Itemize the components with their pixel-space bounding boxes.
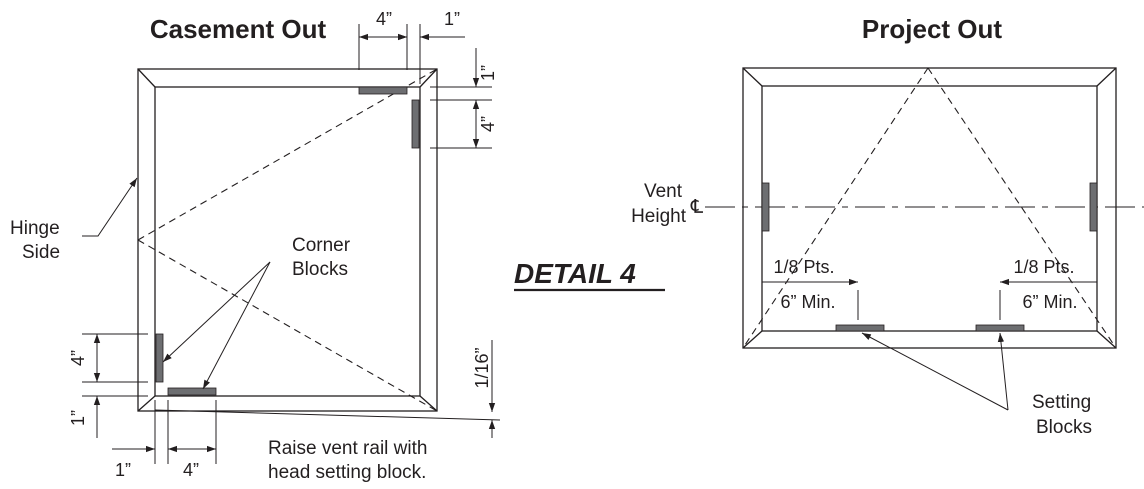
setting-blocks-label-line2: Blocks — [1036, 417, 1092, 438]
hinge-label-line2: Side — [22, 242, 60, 263]
dim-top-gap: 1” — [444, 9, 460, 29]
project-swing-lines — [742, 67, 1117, 349]
vent-height-label-line1: Vent — [644, 181, 683, 202]
corner-block-right — [411, 99, 420, 149]
corner-leader-bottom — [202, 261, 271, 390]
project-out-title: Project Out — [862, 14, 1002, 44]
raise-note-line1: Raise vent rail with — [268, 438, 427, 459]
setting-leader-left — [861, 332, 1009, 411]
corner-leader-left — [162, 261, 271, 363]
corner-block-bottom — [167, 387, 217, 396]
raise-note-line2: head setting block. — [268, 462, 426, 483]
centerline-symbol: ℄ — [690, 197, 704, 218]
setting-blocks-label-line1: Setting — [1032, 392, 1091, 413]
hinge-leader — [82, 177, 138, 237]
left-dimensions — [82, 333, 148, 438]
casement-out-title: Casement Out — [150, 14, 327, 44]
hinge-label-line1: Hinge — [10, 218, 60, 239]
pts-right-label: 1/8 Pts. — [1013, 257, 1074, 277]
vent-height-label-line2: Height — [631, 206, 687, 227]
casement-swing-lines — [137, 68, 438, 412]
dim-right-block: 4” — [478, 116, 498, 132]
pivot-block-left — [761, 182, 770, 232]
dim-left-block: 4” — [68, 350, 88, 366]
pivot-block-right — [1089, 182, 1098, 232]
casement-frame — [137, 68, 438, 412]
corner-block-left — [155, 333, 164, 383]
dim-left-gap: 1” — [68, 410, 88, 426]
min-left-label: 6” Min. — [780, 292, 835, 312]
dim-right-gap: 1” — [478, 65, 498, 81]
dim-raise: 1/16” — [472, 347, 492, 388]
dim-bottom-gap: 1” — [115, 460, 131, 480]
setting-block-right — [975, 324, 1025, 332]
setting-block-left — [835, 324, 885, 332]
min-right-label: 6” Min. — [1022, 292, 1077, 312]
corner-blocks-label-line2: Blocks — [292, 259, 348, 280]
detail-label: DETAIL 4 — [514, 258, 636, 289]
bottom-dimensions — [112, 400, 217, 464]
setting-leader-right — [997, 332, 1009, 411]
pts-left-label: 1/8 Pts. — [773, 257, 834, 277]
top-dimensions — [358, 24, 465, 84]
right-dimensions — [430, 48, 492, 149]
dim-bottom-block: 4” — [183, 460, 199, 480]
raised-vent-rail-line — [154, 409, 501, 421]
corner-blocks-label-line1: Corner — [292, 235, 351, 256]
dim-top-block: 4” — [376, 9, 392, 29]
corner-block-top — [358, 86, 408, 95]
